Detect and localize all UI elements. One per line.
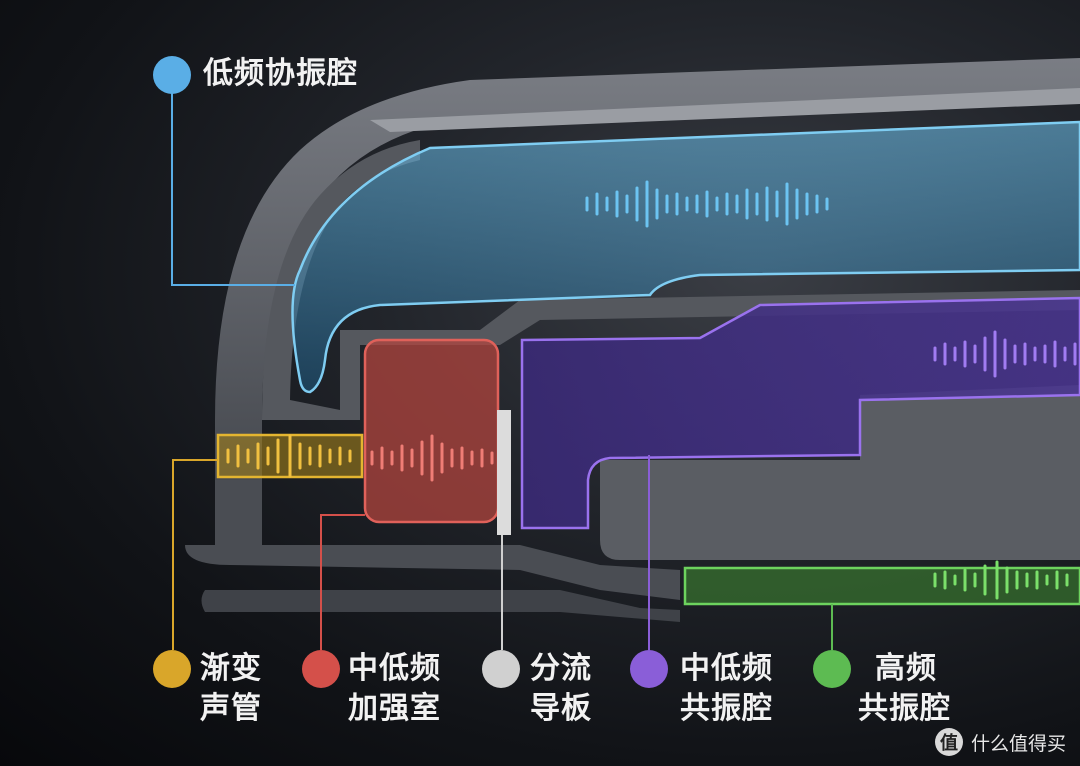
yellow-dot-icon	[153, 650, 191, 688]
yellow-waveform-icon	[226, 434, 352, 478]
label-horn-line1: 渐变	[200, 651, 262, 686]
lower-body	[600, 385, 1080, 560]
label-horn-line2: 声管	[200, 691, 262, 726]
label-mid-low-boost-line1: 中低频	[348, 651, 441, 686]
leader-horn	[172, 459, 218, 650]
high-freq-cavity	[683, 566, 1080, 606]
label-high-freq-line1: 高频	[875, 651, 937, 686]
label-low-freq-cavity: 低频协振腔	[203, 56, 358, 91]
label-mid-low-resonance-line1: 中低频	[680, 651, 773, 686]
purple-waveform-icon	[933, 330, 1077, 378]
mid-low-resonance-cavity	[520, 296, 1080, 530]
label-divider-line2: 导板	[530, 691, 592, 726]
green-dot-icon	[813, 650, 851, 688]
label-mid-low-resonance-line2: 共振腔	[680, 691, 773, 726]
base-plate	[185, 480, 680, 600]
low-freq-cavity	[291, 120, 1080, 394]
leader-low-freq	[171, 92, 295, 286]
divider-plate	[497, 410, 511, 535]
watermark-text: 什么值得买	[970, 732, 1066, 755]
watermark-logo-icon: 值	[934, 728, 963, 756]
red-waveform-icon	[370, 434, 494, 482]
leader-mid-low-boost	[320, 514, 365, 650]
label-divider-line1: 分流	[530, 651, 592, 686]
mid-low-boost-chamber	[363, 338, 500, 524]
blue-dot-icon	[153, 56, 191, 94]
watermark: 值 什么值得买	[934, 728, 1066, 756]
shell-top-rim	[370, 88, 1080, 132]
inner-wall	[262, 140, 1080, 420]
blue-waveform-icon	[585, 180, 829, 228]
label-high-freq-line2: 共振腔	[858, 691, 951, 726]
green-waveform-icon	[933, 560, 1069, 600]
purple-dot-icon	[630, 650, 668, 688]
white-dot-icon	[482, 650, 520, 688]
base-foot	[201, 590, 680, 622]
label-mid-low-boost-line2: 加强室	[348, 691, 441, 726]
red-dot-icon	[302, 650, 340, 688]
